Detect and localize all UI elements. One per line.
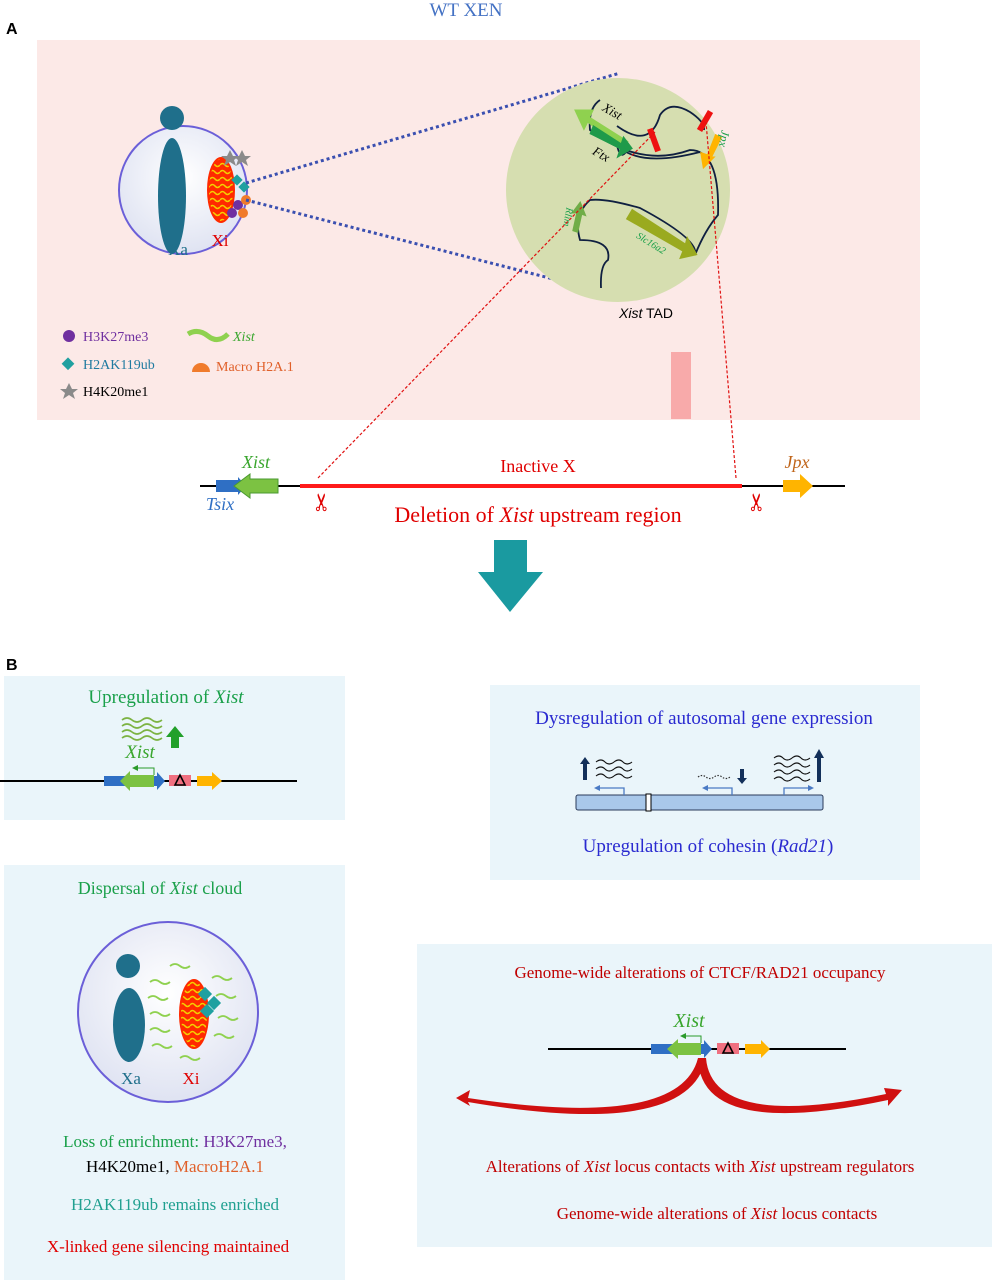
ctcf-site-2: [696, 109, 714, 133]
scissors-left-icon: ✂: [309, 492, 336, 512]
h4k20me1-marks: [221, 150, 251, 166]
up-arrow-right-icon: [814, 749, 824, 782]
dispersed-xist-rna: [147, 963, 239, 1061]
panel-label-a: A: [6, 21, 18, 38]
mutant-xi-label: Xi: [183, 1069, 200, 1088]
deletion-box: [169, 775, 191, 786]
upregulated-transcripts-left: [595, 759, 633, 779]
upregulation-xist-label: Xist: [124, 742, 155, 763]
ftx-gene-arrow: [589, 125, 633, 159]
tad-caption: Xist TAD: [618, 305, 673, 321]
autosomal-title: Dysregulation of autosomal gene expressi…: [535, 708, 873, 729]
mutant-nucleus: [77, 921, 259, 1103]
alterations-genome-wide: Genome-wide alterations of Xist locus co…: [557, 1204, 878, 1223]
h4k20me1-legend-icon: [60, 383, 78, 399]
tad-gene-rlim: Rlim: [560, 206, 574, 227]
legend-h4k20me1: H4K20me1: [83, 385, 148, 400]
xa-chromosome-head: [160, 106, 184, 130]
figure-title: WT XEN: [430, 0, 503, 21]
ctcf-rad21-title: Genome-wide alterations of CTCF/RAD21 oc…: [514, 963, 886, 982]
xa-label: Xa: [168, 240, 188, 259]
upregulation-title: Upregulation of Xist: [88, 687, 244, 708]
dispersal-box: Dispersal of Xist cloud Xa Xi Loss of en…: [4, 865, 345, 1280]
upregulation-box: Upregulation of Xist Xist: [0, 676, 345, 820]
h3k27me3-marks: [227, 208, 237, 218]
xist-gene: [233, 473, 279, 499]
delta-icon: [173, 773, 187, 786]
mutant-xa-chromosome: [113, 988, 145, 1062]
deletion-label: Deletion of Xist upstream region: [394, 502, 681, 527]
zoom-line-top: [245, 71, 621, 185]
legend-xist: Xist: [232, 330, 256, 345]
silencing-maintained: X-linked gene silencing maintained: [47, 1237, 290, 1256]
ctcf-site-1: [647, 127, 661, 153]
locus-xist-label: Xist: [241, 452, 271, 472]
tsix-gene: [216, 477, 246, 495]
up-arrow-left-icon: [580, 757, 590, 780]
h3k27me3-legend-icon: [63, 330, 75, 342]
jpx-gene: [783, 474, 813, 498]
up-arrow-icon: [166, 726, 184, 748]
loss-of-enrichment-line2: H4K20me1, MacroH2A.1: [86, 1157, 264, 1176]
legend: H3K27me3 Xist H2AK119ub Macro H2A.1 H4K2…: [60, 328, 294, 400]
panel-label-b: B: [6, 657, 18, 674]
dispersal-title: Dispersal of Xist cloud: [78, 878, 243, 898]
genome-xist-label: Xist: [672, 1010, 705, 1032]
locus-tsix-label: Tsix: [206, 494, 234, 514]
nucleus-cell: Xa Xi: [118, 106, 251, 259]
autosome-chromosome: [575, 794, 824, 811]
legend-h2ak119ub: H2AK119ub: [83, 358, 155, 373]
autosomal-box: Dysregulation of autosomal gene expressi…: [490, 685, 920, 880]
xist-tad: Xist Ftx Jpx Rlim Slc16a2 Xist TAD: [506, 78, 733, 321]
inactive-x-label: Inactive X: [500, 456, 575, 476]
downregulated-transcript: [697, 774, 731, 780]
xist-legend-icon: [186, 328, 230, 342]
deletion-projection-left: [317, 131, 656, 479]
slc16a2-gene-arrow: [625, 208, 698, 260]
jpx-gene-arrow: [700, 133, 723, 170]
cohesin-label: Upregulation of cohesin (Rad21): [583, 836, 834, 857]
mutant-xa-label: Xa: [121, 1069, 141, 1088]
xa-chromosome: [158, 138, 186, 254]
scissors-right-icon: ✂: [744, 492, 771, 512]
loss-of-enrichment: Loss of enrichment: H3K27me3,: [63, 1132, 287, 1151]
h2ak119ub-enriched: H2AK119ub remains enriched: [71, 1195, 280, 1214]
down-arrow-icon: [478, 540, 543, 612]
legend-h3k27me3: H3K27me3: [83, 330, 148, 345]
legend-macroh2a1: Macro H2A.1: [216, 360, 294, 375]
xi-label: Xi: [212, 231, 229, 250]
down-arrow-icon: [737, 769, 747, 784]
upregulated-transcripts-right: [773, 755, 811, 782]
alterations-upstream: Alterations of Xist locus contacts with …: [486, 1157, 915, 1176]
macroh2a-legend-icon: [192, 363, 210, 372]
inactive-x-locus: Xist Tsix Jpx Inactive X ✂ ✂ Deletion of…: [200, 121, 845, 527]
locus-jpx-label: Jpx: [785, 452, 810, 472]
deletion-region-marker: [671, 352, 691, 419]
tad-gene-jpx: Jpx: [716, 129, 733, 148]
genome-wide-box: Genome-wide alterations of CTCF/RAD21 oc…: [417, 944, 992, 1247]
h2ak119ub-marks: [231, 174, 243, 186]
deletion-projection-right: [705, 121, 737, 479]
xist-transcript-icon: [121, 717, 163, 741]
